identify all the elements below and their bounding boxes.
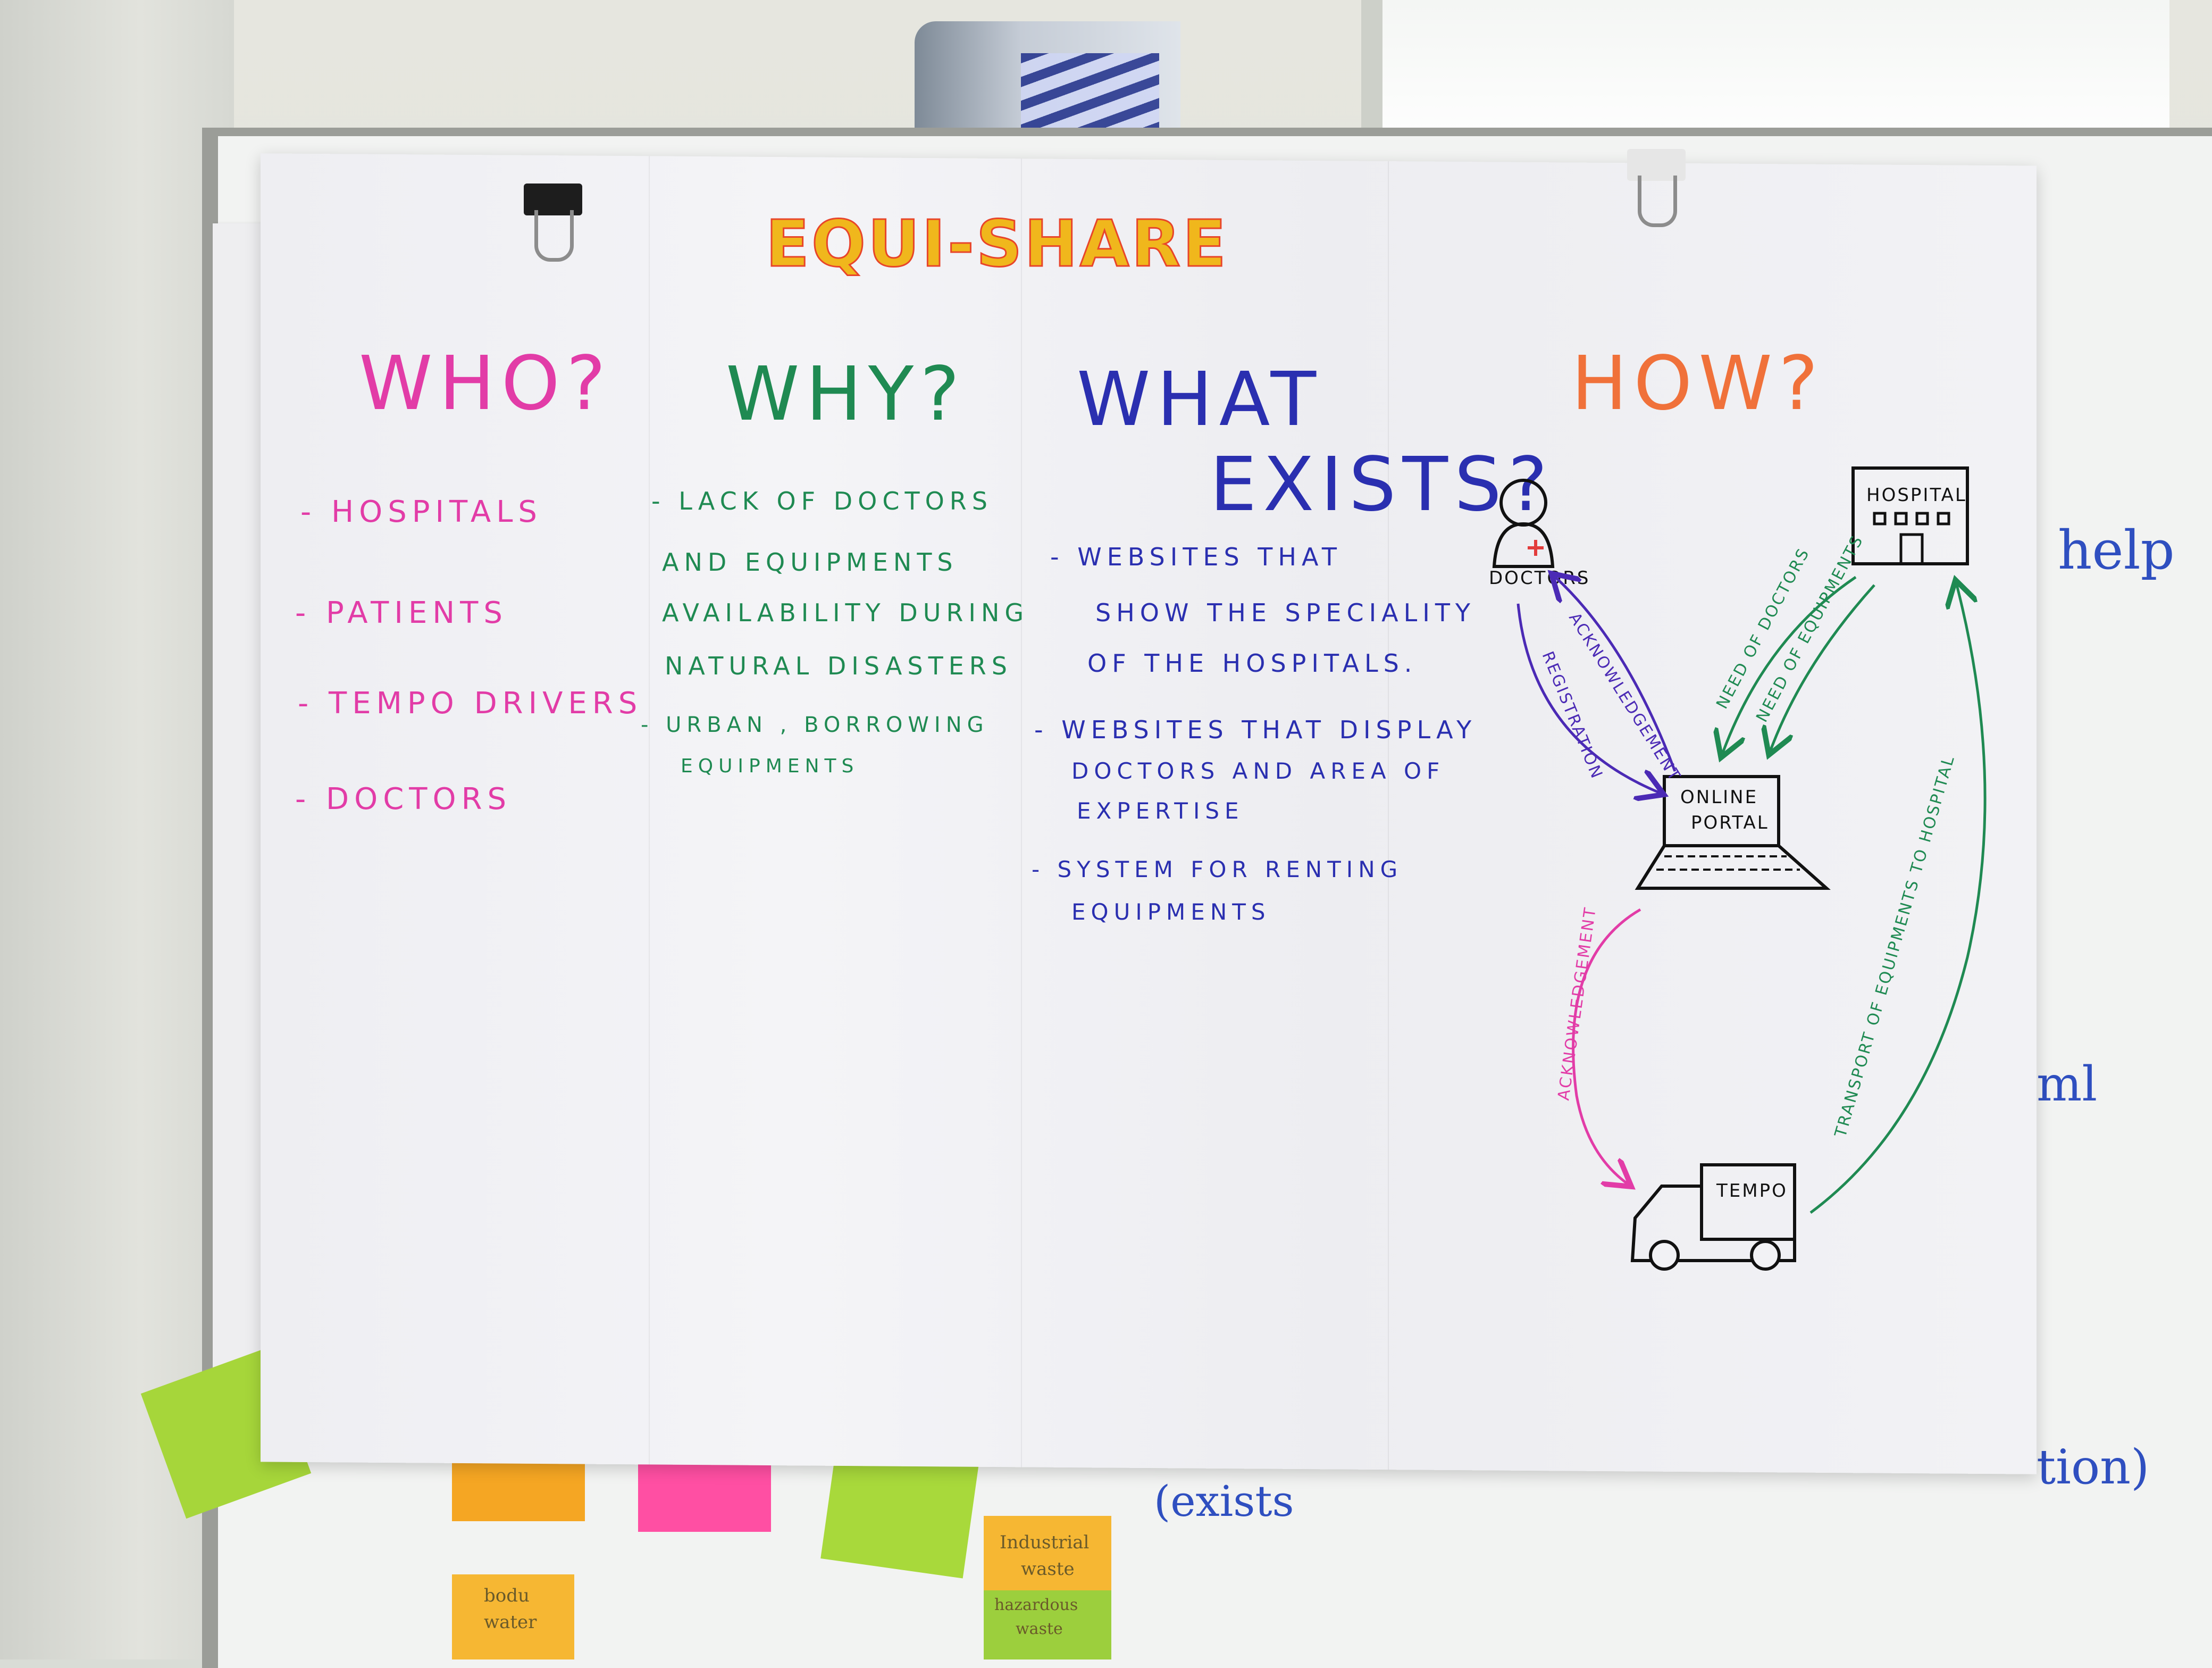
board-text-ml: ml: [2037, 1056, 2098, 1112]
exists-item: EXPERTISE: [1077, 798, 1244, 824]
why-item: - URBAN , BORROWING: [641, 713, 989, 737]
doctors-label: DOCTORS: [1489, 568, 1590, 589]
exists-item: EQUIPMENTS: [1071, 899, 1271, 925]
arrow-need-equipments: [1771, 584, 1875, 750]
sticky-note-hazardous: hazardous waste: [984, 1590, 1111, 1659]
who-item: - HOSPITALS: [300, 495, 542, 529]
label-need-doctors: NEED OF DOCTORS: [1713, 545, 1814, 712]
binder-clip-left: [524, 184, 582, 262]
exists-item: - WEBSITES THAT DISPLAY: [1034, 715, 1477, 744]
exists-item: - SYSTEM FOR RENTING: [1032, 856, 1403, 882]
exists-item: OF THE HOSPITALS.: [1087, 649, 1418, 678]
binder-clip-right: [1627, 149, 1686, 227]
sticky-text-waste: waste: [1021, 1558, 1075, 1580]
doctor-icon: [1492, 479, 1555, 568]
label-transport: TRANSPORT OF EQUIPMENTS TO HOSPITAL: [1831, 753, 1959, 1140]
portal-label-line1: ONLINE: [1680, 787, 1758, 808]
heading-why: WHY?: [726, 351, 966, 438]
why-item: NATURAL DISASTERS: [665, 652, 1012, 680]
sticky-text-bodu: bodu: [484, 1585, 530, 1606]
tempo-label: TEMPO: [1716, 1180, 1788, 1202]
arrow-need-doctors: [1723, 576, 1857, 753]
who-item: - PATIENTS: [295, 596, 508, 630]
sticky-text-hazardous-waste: waste: [1016, 1620, 1063, 1638]
who-item: - TEMPO DRIVERS: [298, 686, 643, 721]
portal-label-line2: PORTAL: [1691, 812, 1769, 833]
who-item: - DOCTORS: [295, 782, 512, 816]
sticky-text-hazardous: hazardous: [994, 1596, 1078, 1614]
laptop-icon: [1635, 775, 1831, 890]
heading-who: WHO?: [359, 340, 613, 427]
board-text-help: help: [2058, 519, 2175, 581]
arrow-transport: [1809, 585, 1987, 1214]
why-item: AND EQUIPMENTS: [662, 548, 958, 577]
board-text-exists: (exists: [1154, 1477, 1294, 1526]
arrow-registration: [1516, 603, 1659, 793]
arrow-acknowledgement-tempo: [1572, 908, 1641, 1183]
sticky-note-yellow: bodu water: [452, 1574, 574, 1659]
arrow-acknowledgement-doctor: [1555, 577, 1677, 772]
why-item: AVAILABILITY DURING: [662, 598, 1029, 627]
exists-item: SHOW THE SPECIALITY: [1095, 598, 1476, 627]
exists-item: - WEBSITES THAT: [1050, 543, 1342, 571]
board-text-tion: tion): [2037, 1439, 2150, 1495]
heading-exists: EXISTS?: [1210, 441, 1554, 528]
page-title: EQUI-SHARE: [765, 207, 1228, 282]
heading-how: HOW?: [1571, 340, 1825, 427]
sticky-text-industrial: Industrial: [1000, 1532, 1090, 1553]
why-item: - LACK OF DOCTORS: [651, 487, 993, 515]
tempo-truck-icon: [1630, 1163, 1796, 1271]
label-acknowledgement-bottom: ACKNOWLEDGEMENT: [1554, 905, 1600, 1102]
exists-item: DOCTORS AND AREA OF: [1071, 758, 1445, 784]
heading-what: WHAT: [1077, 356, 1323, 443]
why-item: EQUIPMENTS: [681, 755, 859, 777]
hospital-label: HOSPITAL: [1866, 485, 1967, 506]
hospital-icon: [1851, 466, 1969, 565]
sticky-text-water: water: [484, 1612, 537, 1633]
